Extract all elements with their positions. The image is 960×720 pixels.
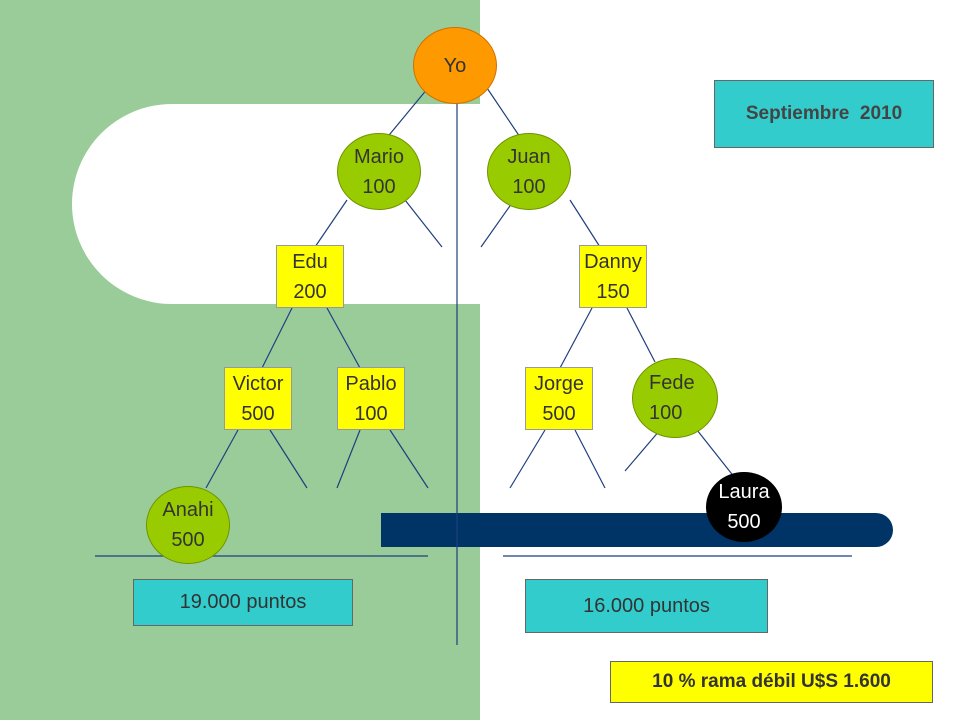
node-victor-value: 500 — [241, 402, 275, 425]
node-mario: Mario 100 — [337, 133, 421, 210]
navy-rounded-bar — [381, 513, 893, 547]
link-jorge-open-right — [574, 429, 606, 489]
node-juan-name: Juan — [507, 145, 551, 168]
link-yo-mario — [384, 87, 429, 141]
node-jorge-value: 500 — [542, 402, 576, 425]
link-victor-anahi — [205, 429, 239, 489]
node-edu-value: 200 — [293, 280, 327, 303]
link-juan-open — [480, 202, 513, 248]
link-pablo-open-left — [336, 429, 361, 489]
node-pablo-name: Pablo — [345, 372, 397, 395]
link-juan-danny — [569, 199, 601, 248]
left-total-label: 19.000 puntos — [179, 591, 307, 613]
link-mario-open — [404, 199, 443, 248]
link-jorge-open-left — [509, 429, 546, 489]
node-yo: Yo — [413, 27, 497, 104]
node-edu: Edu 200 — [276, 245, 344, 308]
node-laura: Laura 500 — [706, 472, 782, 542]
node-victor: Victor 500 — [224, 367, 292, 430]
node-juan-value: 100 — [512, 175, 546, 198]
right-total-box: 16.000 puntos — [525, 579, 768, 633]
node-victor-name: Victor — [232, 372, 284, 395]
node-fede-value: 100 — [649, 402, 683, 424]
node-juan: Juan 100 — [487, 133, 571, 210]
left-total-box: 19.000 puntos — [133, 579, 353, 626]
node-pablo: Pablo 100 — [337, 367, 405, 430]
node-danny: Danny 150 — [579, 245, 647, 308]
node-danny-name: Danny — [584, 250, 642, 273]
node-jorge-name: Jorge — [533, 372, 585, 395]
link-pablo-open-right — [389, 429, 429, 489]
right-total-label: 16.000 puntos — [583, 594, 710, 617]
node-laura-name: Laura — [718, 481, 770, 503]
node-mario-value: 100 — [362, 175, 396, 198]
date-label: Septiembre 2010 — [745, 103, 903, 124]
node-danny-value: 150 — [596, 280, 630, 303]
link-danny-jorge — [559, 307, 593, 369]
node-anahi: Anahi 500 — [146, 486, 230, 564]
node-pablo-value: 100 — [354, 402, 388, 425]
node-fede-name: Fede — [649, 372, 695, 394]
weak-branch-label: 10 % rama débil U$S 1.600 — [652, 671, 891, 692]
link-fede-open — [624, 429, 661, 472]
link-fede-laura — [696, 429, 736, 479]
node-laura-value: 500 — [727, 511, 761, 533]
link-edu-victor — [261, 307, 293, 369]
link-victor-open — [269, 429, 308, 489]
node-mario-name: Mario — [353, 145, 404, 168]
node-fede: Fede 100 — [632, 358, 718, 438]
node-anahi-name: Anahi — [162, 499, 214, 521]
node-jorge: Jorge 500 — [525, 367, 593, 430]
link-danny-fede — [626, 307, 656, 363]
weak-branch-note: 10 % rama débil U$S 1.600 — [610, 661, 933, 703]
link-yo-juan — [486, 87, 523, 141]
link-mario-edu — [314, 199, 348, 248]
link-edu-pablo — [326, 307, 361, 369]
date-box: Septiembre 2010 — [714, 80, 934, 148]
node-yo-name: Yo — [443, 54, 467, 77]
node-edu-name: Edu — [292, 250, 328, 273]
node-anahi-value: 500 — [171, 529, 205, 551]
